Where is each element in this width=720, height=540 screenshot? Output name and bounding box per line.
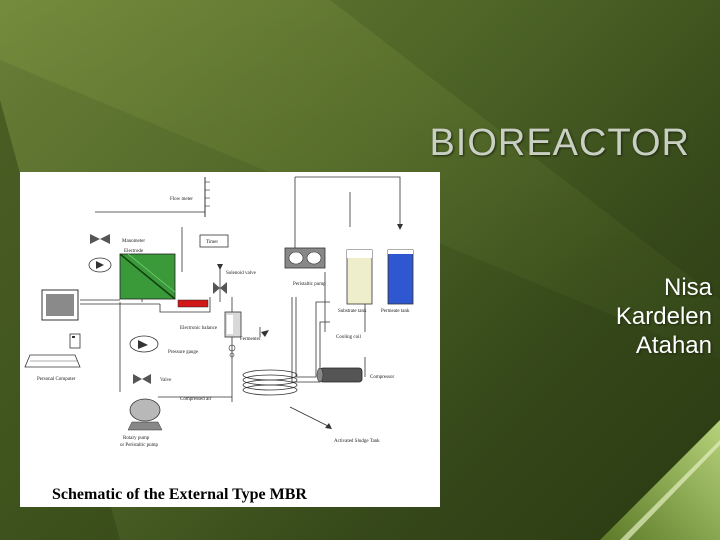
label-electrode: Electrode xyxy=(124,249,144,254)
fermenter-icon xyxy=(224,311,242,358)
substrate-tank-icon xyxy=(346,249,373,305)
electrode-gauge-icon xyxy=(88,257,112,273)
label-fermenter: Fermenter xyxy=(240,337,261,342)
electronic-balance-icon xyxy=(177,299,209,308)
label-permeate-tank: Permeate tank xyxy=(381,309,410,314)
slide-title: BIOREACTOR xyxy=(429,122,690,164)
manometer-valve-icon xyxy=(90,234,110,244)
label-manometer: Manometer xyxy=(122,239,145,244)
label-electronic-balance: Electronic balance xyxy=(180,326,218,331)
flow-meter-icon xyxy=(204,177,210,217)
label-substrate-tank: Substrate tank xyxy=(338,309,367,314)
valve-icon xyxy=(133,374,151,384)
pressure-gauge-icon xyxy=(129,335,159,353)
permeate-tank-icon xyxy=(387,249,414,305)
label-rotary-pump: Rotary pump xyxy=(123,436,150,441)
label-compressed-air: Compressed air xyxy=(180,397,212,402)
label-compressor: Compressor xyxy=(370,375,395,380)
timer-box xyxy=(199,234,229,248)
solenoid-valve-icon xyxy=(213,282,227,294)
label-solenoid-valve: Solenoid valve xyxy=(226,271,257,276)
personal-computer-icon xyxy=(24,289,81,368)
author-line-1: Nisa xyxy=(663,274,712,301)
peristaltic-pump-icon xyxy=(284,247,326,269)
schematic-diagram: Flow meter Manometer Timer Ele xyxy=(24,176,414,503)
label-timer: Timer xyxy=(206,240,218,245)
flow-arrows xyxy=(217,224,403,429)
rotary-pump-icon xyxy=(127,398,163,431)
label-peristaltic-pump: Peristaltic pump xyxy=(293,282,326,287)
schematic-figure: Flow meter Manometer Timer Ele xyxy=(20,172,440,507)
cooling-coil-icon xyxy=(242,369,298,396)
membrane-module-icon xyxy=(119,253,176,300)
label-valve: Valve xyxy=(160,378,172,383)
author-name: Nisa Kardelen Atahan xyxy=(512,273,712,360)
label-cooling-coil: Cooling coil xyxy=(336,335,361,340)
author-line-2: Kardelen xyxy=(615,303,712,330)
compressor-icon xyxy=(316,367,363,383)
author-line-3: Atahan xyxy=(635,332,712,359)
label-personal-computer: Personal Computer xyxy=(37,377,76,382)
figure-caption: Schematic of the External Type MBR xyxy=(52,486,307,503)
label-flow-meter: Flow meter xyxy=(170,197,193,202)
label-peristaltic-pump-2: or Peristaltic pump xyxy=(120,443,159,448)
label-activated-sludge-tank: Activated Sludge Tank xyxy=(334,439,380,444)
corner-highlight xyxy=(620,440,720,540)
corner-triangle xyxy=(600,420,720,540)
label-pressure-gauge: Pressure gauge xyxy=(168,350,199,355)
